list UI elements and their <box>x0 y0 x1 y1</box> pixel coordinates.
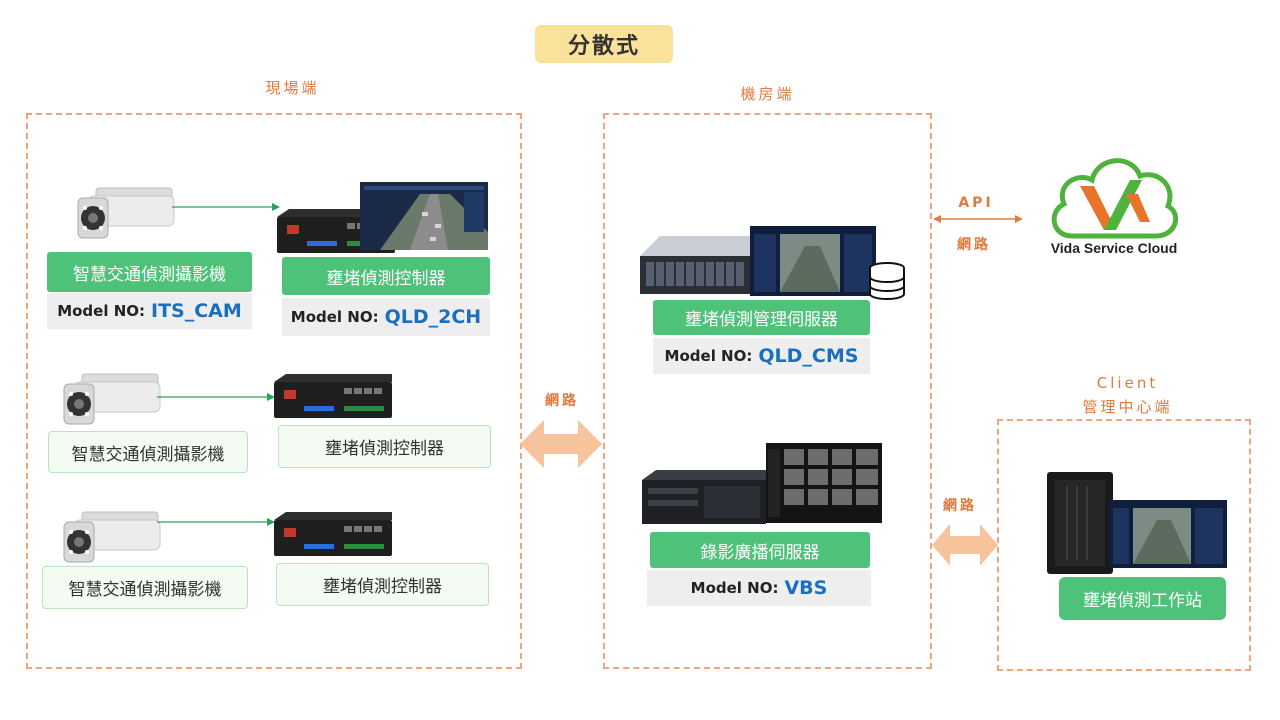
model-prefix: Model NO: <box>57 302 146 320</box>
cms-model-code: QLD_CMS <box>758 345 859 367</box>
vbs-server-label: 錄影廣播伺服器 <box>650 532 870 568</box>
field-zone <box>26 113 522 669</box>
camera-label: 智慧交通偵測攝影機 <box>48 431 248 473</box>
vida-cloud-logo-icon <box>1051 158 1179 239</box>
field-datacenter-network-label: 網路 <box>545 393 579 409</box>
database-icon <box>869 262 905 300</box>
client-zone <box>997 419 1251 671</box>
controller-model-code: QLD_2CH <box>384 306 482 328</box>
controller-label: 壅堵偵測控制器 <box>276 563 489 606</box>
model-prefix: Model NO: <box>690 579 779 597</box>
controller-device-icon <box>274 512 392 556</box>
controller-label: 壅堵偵測控制器 <box>282 257 490 295</box>
client-zone-label-line1: Client <box>1096 374 1159 392</box>
model-prefix: Model NO: <box>290 308 379 326</box>
traffic-camera-icon <box>77 187 175 239</box>
monitoring-screen-icon <box>1109 500 1227 568</box>
cloud-name: Vida Service Cloud <box>1050 240 1178 256</box>
monitoring-screen-icon <box>750 226 876 296</box>
traffic-camera-icon <box>63 511 161 563</box>
client-zone-label-line2: 管理中心端 <box>1082 398 1173 416</box>
api-label: API <box>958 195 994 211</box>
desktop-tower-icon <box>1047 472 1113 574</box>
controller-label: 壅堵偵測控制器 <box>278 425 491 468</box>
traffic-camera-icon <box>63 373 161 425</box>
camera-model-code: ITS_CAM <box>151 300 242 322</box>
camera-model: Model NO: ITS_CAM <box>47 293 252 329</box>
controller-device-icon <box>274 374 392 418</box>
diagram-title: 分散式 <box>535 25 673 63</box>
workstation-label: 壅堵偵測工作站 <box>1059 577 1226 620</box>
rack-server-icon <box>642 470 766 524</box>
controller-model: Model NO: QLD_2CH <box>282 298 490 336</box>
double-arrow-icon <box>932 524 998 566</box>
cms-server-model: Model NO: QLD_CMS <box>653 338 870 374</box>
model-prefix: Model NO: <box>664 347 753 365</box>
connection-arrow <box>157 393 275 401</box>
cms-server-label: 壅堵偵測管理伺服器 <box>653 300 870 335</box>
api-double-arrow <box>933 215 1023 223</box>
camera-label: 智慧交通偵測攝影機 <box>47 252 252 292</box>
double-arrow-icon <box>520 420 602 468</box>
api-network-label: 網路 <box>957 237 991 253</box>
datacenter-zone <box>603 113 932 669</box>
datacenter-zone-label: 機房端 <box>740 85 795 103</box>
field-zone-label: 現場端 <box>265 79 320 97</box>
vbs-model-code: VBS <box>784 577 828 599</box>
monitoring-screen-icon <box>360 182 488 250</box>
rack-server-icon <box>640 236 758 294</box>
connection-arrow <box>157 518 275 526</box>
video-wall-screen-icon <box>766 443 882 523</box>
datacenter-client-network-label: 網路 <box>943 498 977 514</box>
connection-arrow <box>172 203 280 211</box>
vbs-server-model: Model NO: VBS <box>647 570 871 606</box>
camera-label: 智慧交通偵測攝影機 <box>42 566 248 609</box>
